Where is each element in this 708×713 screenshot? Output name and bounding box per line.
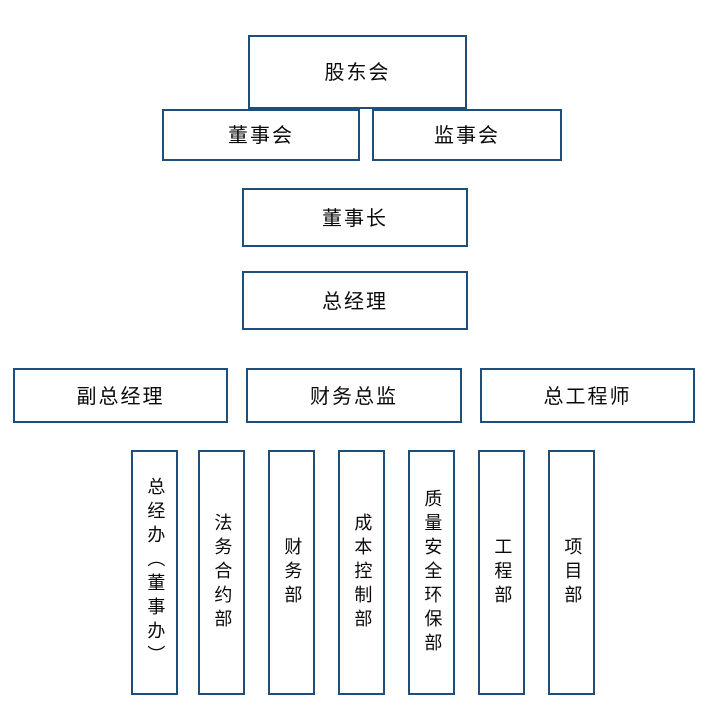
org-node-label: 工程部 <box>491 536 513 609</box>
org-node-cfo: 财务总监 <box>246 368 462 423</box>
org-node-label: 成本控制部 <box>351 512 373 633</box>
org-node-label: 董事会 <box>228 123 294 147</box>
org-node-board-of-directors: 董事会 <box>162 109 360 161</box>
org-node-finance-dept: 财务部 <box>268 450 315 695</box>
org-node-general-office: 总经办（董事办） <box>131 450 178 695</box>
org-node-label: 监事会 <box>434 123 500 147</box>
org-node-label: 质量安全环保部 <box>421 488 443 657</box>
org-node-chief-engineer: 总工程师 <box>480 368 695 423</box>
org-node-label: 总经理 <box>322 288 388 313</box>
org-node-deputy-general-manager: 副总经理 <box>13 368 228 423</box>
org-node-board-of-supervisors: 监事会 <box>372 109 562 161</box>
org-node-label: 财务总监 <box>310 383 398 408</box>
org-node-label: 股东会 <box>324 60 391 84</box>
org-node-label: 法务合约部 <box>211 512 233 633</box>
org-node-label: 董事长 <box>322 205 388 230</box>
org-node-legal-contract-dept: 法务合约部 <box>198 450 245 695</box>
org-node-cost-control-dept: 成本控制部 <box>338 450 385 695</box>
org-node-project-dept: 项目部 <box>548 450 595 695</box>
org-node-general-manager: 总经理 <box>242 271 468 330</box>
org-node-label: 总工程师 <box>543 383 632 408</box>
org-node-label: 副总经理 <box>76 383 165 408</box>
org-node-label: 财务部 <box>281 536 303 609</box>
org-node-chairman: 董事长 <box>242 188 468 247</box>
org-node-shareholders: 股东会 <box>248 35 467 109</box>
org-node-label: 项目部 <box>561 536 583 609</box>
org-node-engineering-dept: 工程部 <box>478 450 525 695</box>
org-node-quality-safety-environment-dept: 质量安全环保部 <box>408 450 455 695</box>
org-node-label: 总经办（董事办） <box>144 476 166 669</box>
